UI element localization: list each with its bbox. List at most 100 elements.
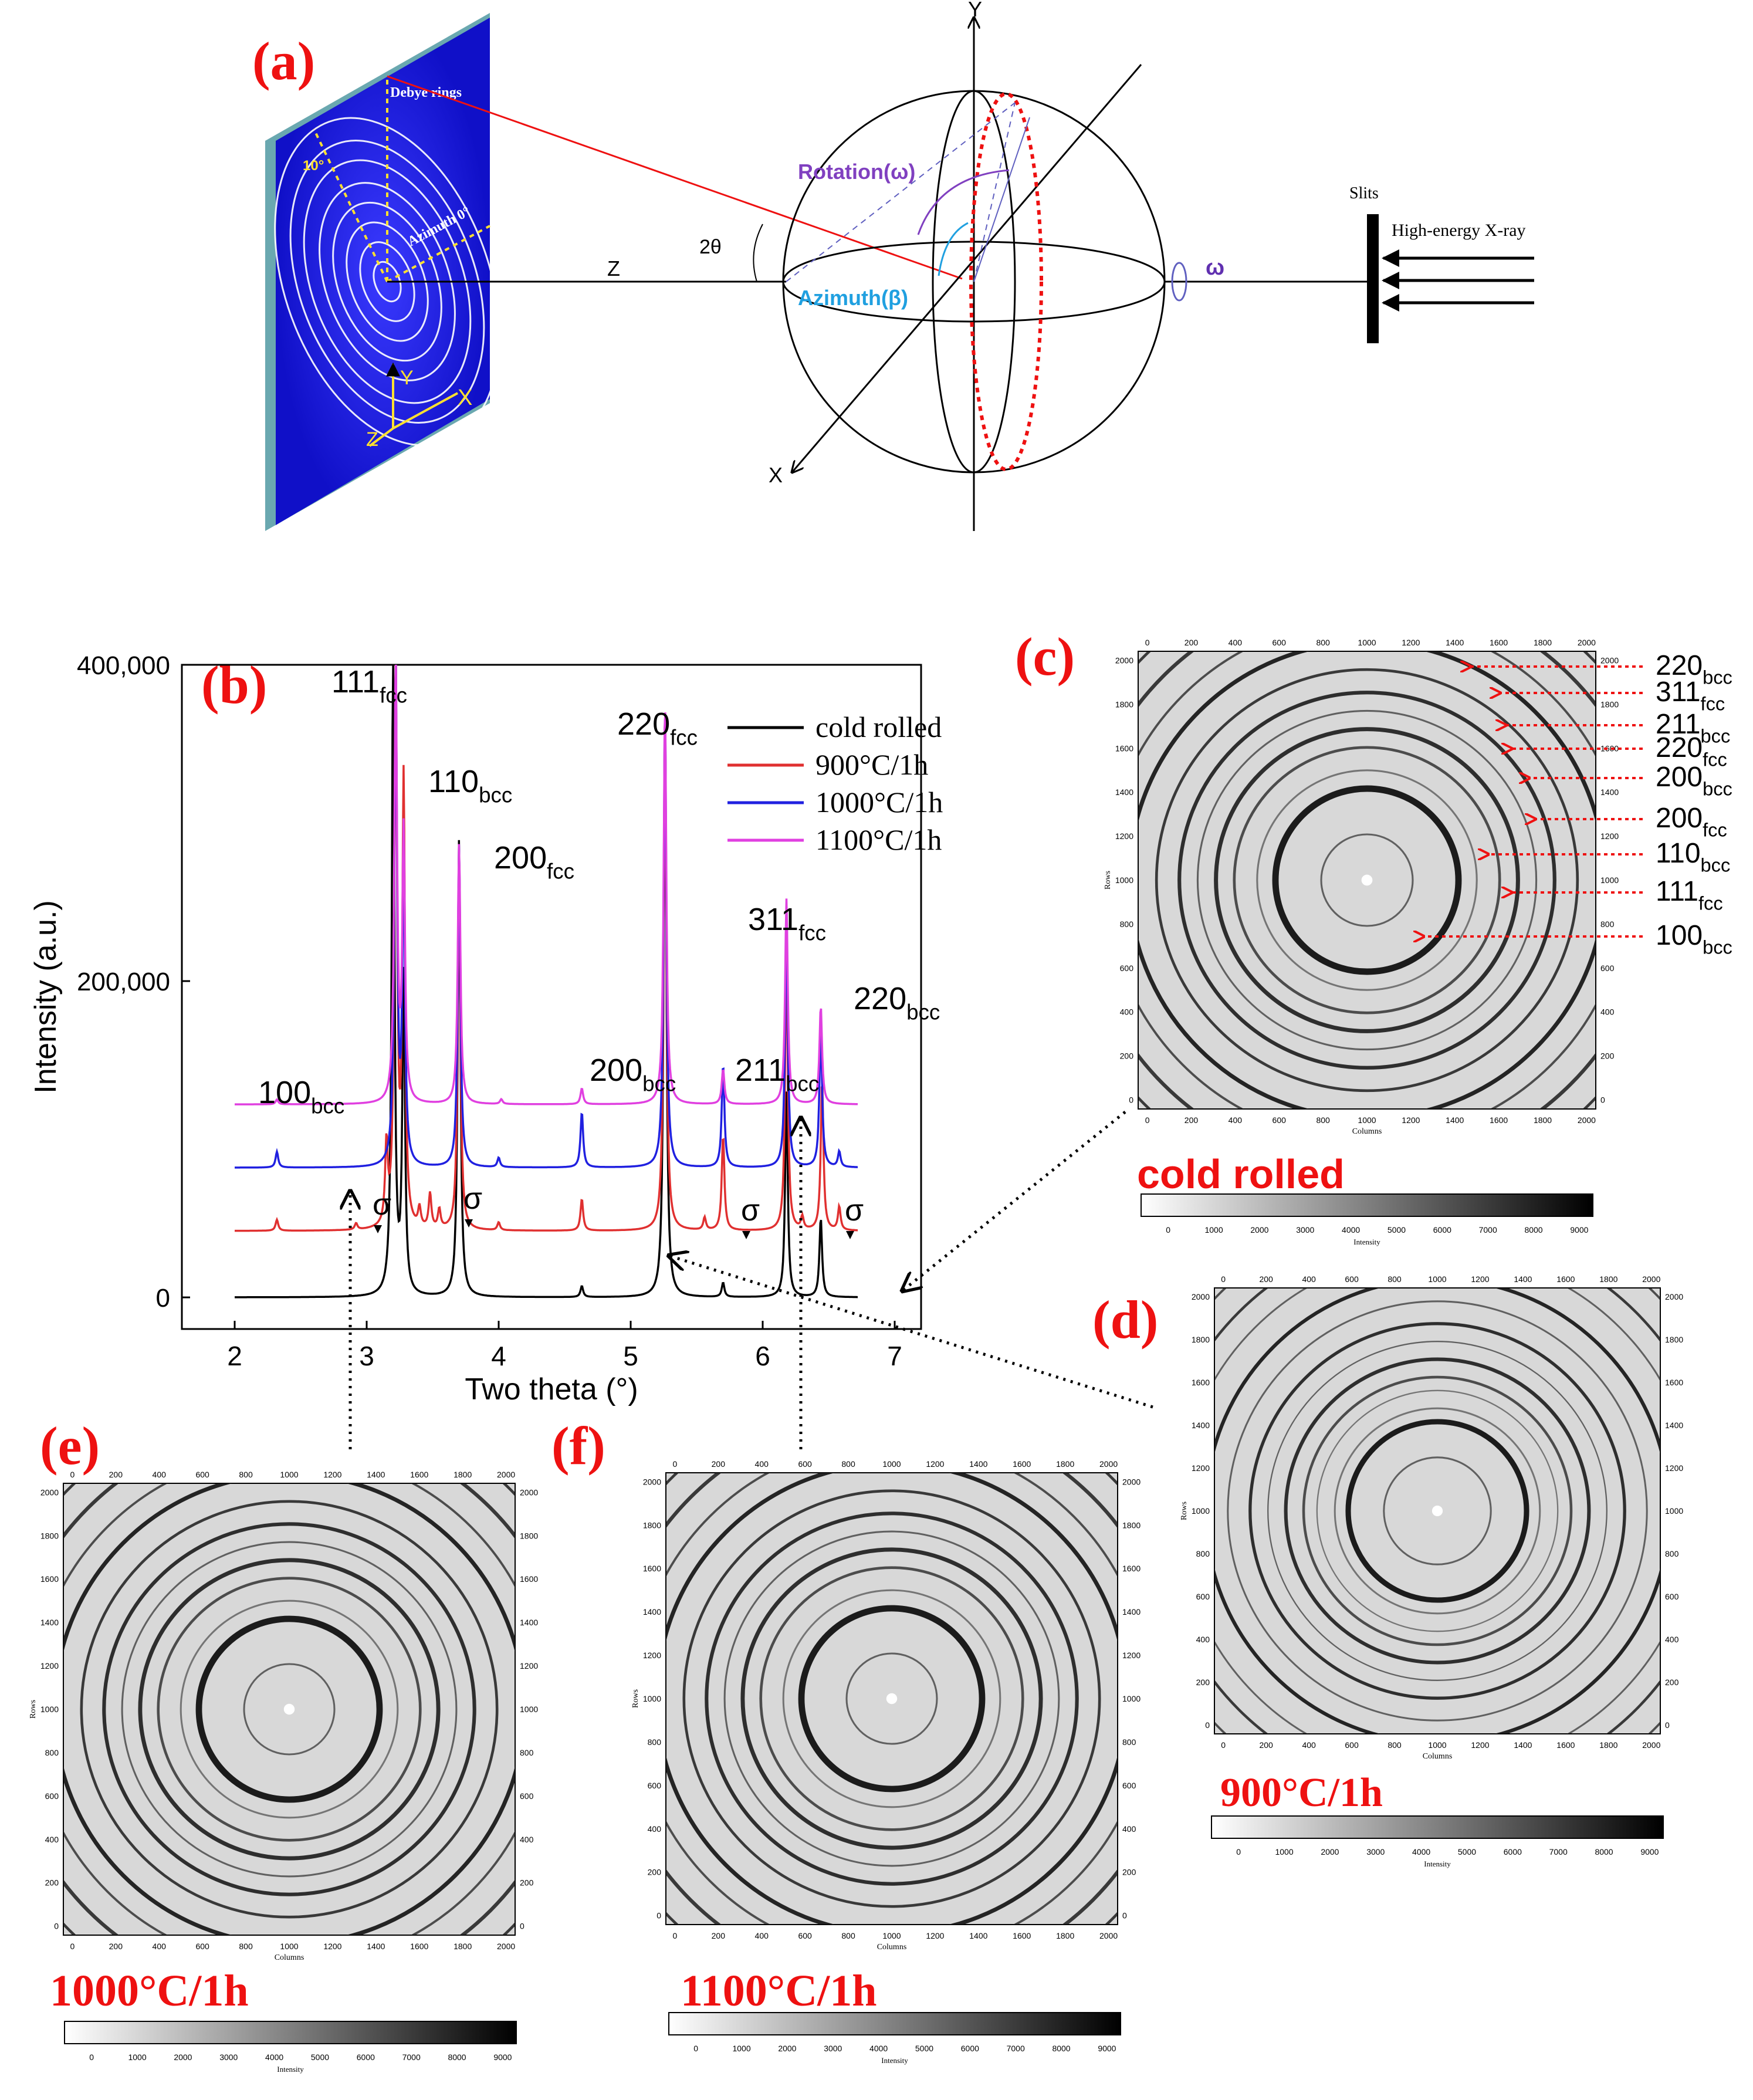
colorbar-tick-label: 3000 <box>824 2044 842 2053</box>
diffraction-ring <box>1233 746 1501 1015</box>
column-tick-label: 1400 <box>1446 1115 1464 1125</box>
colorbar-tick-label: 5000 <box>915 2044 933 2053</box>
row-tick-label: 600 <box>1120 963 1134 973</box>
sigma-marker-3 <box>846 1231 854 1239</box>
colorbar-tick-label: 8000 <box>1595 1847 1613 1856</box>
row-tick-label-right: 0 <box>1122 1911 1127 1920</box>
row-tick-label-right: 1800 <box>520 1531 538 1540</box>
column-tick-label-top: 1200 <box>323 1470 341 1479</box>
detector-plate: Debye rings 10° Azimuth 0° Y X Z <box>265 13 500 531</box>
row-tick-label-right: 1800 <box>1665 1335 1683 1344</box>
y-axis-title: Intensity (a.u.) <box>29 900 63 1093</box>
column-tick-label: 1400 <box>367 1942 385 1951</box>
diffraction-ring <box>157 1577 422 1842</box>
column-tick-label-top: 1000 <box>1428 1274 1446 1284</box>
column-tick-label-top: 1600 <box>1490 638 1508 647</box>
column-tick-label: 1200 <box>926 1931 944 1940</box>
colorbar-tick-label: 5000 <box>1458 1847 1476 1856</box>
row-tick-label-right: 1400 <box>1665 1421 1683 1430</box>
row-tick-label: 200 <box>1120 1051 1134 1061</box>
detector-z-axis-label: Z <box>366 428 378 451</box>
column-tick-label-top: 400 <box>1229 638 1243 647</box>
row-tick-label: 2000 <box>1192 1292 1210 1301</box>
rows-label: Rows <box>29 1700 38 1719</box>
detector-e-name: 1000°C/1h <box>50 1966 249 2016</box>
colorbar <box>1211 1815 1664 1839</box>
row-tick-label-right: 400 <box>1600 1007 1615 1017</box>
row-tick-label-right: 2000 <box>520 1487 538 1497</box>
diffraction-ring <box>1227 1300 1648 1722</box>
row-tick-label-right: 1600 <box>1122 1564 1141 1573</box>
columns-label: Columns <box>1352 1127 1382 1136</box>
column-tick-label-top: 1200 <box>1471 1274 1489 1284</box>
column-tick-label-top: 1800 <box>454 1470 472 1479</box>
column-tick-label: 1600 <box>410 1942 428 1951</box>
sigma-marker-1 <box>465 1219 473 1227</box>
ring-label-6-main: 110 <box>1656 838 1701 869</box>
peak-label-220bcc-sub: bcc <box>906 1000 940 1024</box>
colorbar-tick-label: 6000 <box>1504 1847 1522 1856</box>
ring-label-0: 220bcc <box>1656 650 1732 688</box>
row-tick-label-right: 0 <box>520 1922 524 1931</box>
debye-ring <box>274 117 500 447</box>
peak-label-211bcc-main: 211 <box>735 1053 786 1088</box>
column-tick-label-top: 1200 <box>1402 638 1420 647</box>
detector-c-name: cold rolled <box>1137 1151 1345 1197</box>
row-tick-label: 2000 <box>643 1477 661 1486</box>
diffraction-ring <box>1214 727 1520 1033</box>
row-tick-label-right: 200 <box>520 1878 534 1888</box>
row-tick-label-right: 1600 <box>1600 743 1619 753</box>
sigma-label-2: σ <box>741 1193 760 1227</box>
row-tick-label-right: 1600 <box>520 1574 538 1584</box>
detector-rings <box>1214 1288 1660 1734</box>
row-tick-label: 1800 <box>1192 1335 1210 1344</box>
x-tick-label: 7 <box>887 1341 902 1371</box>
column-tick-label: 1200 <box>323 1942 341 1951</box>
row-tick-label-right: 1000 <box>1600 875 1619 885</box>
diffraction-ring <box>705 1511 1079 1886</box>
diffraction-ring <box>845 1652 938 1745</box>
column-tick-label: 200 <box>712 1931 726 1940</box>
column-tick-label-top: 0 <box>70 1470 75 1479</box>
colorbar-tick-label: 3000 <box>1366 1847 1385 1856</box>
row-tick-label: 1200 <box>40 1661 59 1670</box>
peak-label-211bcc: 211bcc <box>735 1053 819 1095</box>
row-tick-label: 1400 <box>643 1607 661 1617</box>
diffraction-ring <box>1272 785 1462 975</box>
row-tick-label: 1400 <box>1192 1421 1210 1430</box>
ring-label-8-main: 100 <box>1656 920 1703 951</box>
peak-label-111fcc-main: 111 <box>331 664 380 699</box>
detector-rings <box>63 1483 515 1935</box>
sigma-label-3: σ <box>845 1193 864 1227</box>
column-tick-label-top: 1200 <box>926 1459 944 1469</box>
column-tick-label: 400 <box>755 1931 769 1940</box>
beam-center <box>283 1703 295 1715</box>
row-tick-label: 1800 <box>40 1531 59 1540</box>
column-tick-label: 1400 <box>969 1931 987 1940</box>
column-tick-label-top: 600 <box>1273 638 1287 647</box>
peak-label-110bcc-main: 110 <box>428 764 479 799</box>
diffraction-ring <box>1248 1322 1626 1700</box>
x-tick-label: 4 <box>491 1341 506 1371</box>
ring-label-4: 200bcc <box>1656 762 1732 799</box>
colorbar-tick-label: 7000 <box>402 2052 421 2062</box>
ring-label-7-sub: fcc <box>1698 892 1723 914</box>
row-tick-label-right: 200 <box>1122 1868 1136 1877</box>
colorbar-tick-label: 4000 <box>1342 1225 1360 1235</box>
peak-label-100bcc-main: 100 <box>258 1075 311 1110</box>
row-tick-label: 0 <box>1205 1720 1210 1730</box>
column-tick-label-top: 2000 <box>497 1470 515 1479</box>
ring-label-1-main: 311 <box>1656 677 1701 708</box>
diffraction-ring <box>138 1558 441 1861</box>
column-tick-label: 600 <box>1273 1115 1287 1125</box>
colorbar-tick-label: 9000 <box>1098 2044 1116 2053</box>
column-tick-label-top: 200 <box>1259 1274 1273 1284</box>
row-tick-label-right: 0 <box>1600 1095 1605 1104</box>
x-axis-label: X <box>769 463 783 487</box>
ring-label-3-sub: fcc <box>1703 748 1727 770</box>
column-tick-label: 2000 <box>1642 1740 1660 1750</box>
panel-label-b: (b) <box>201 655 267 715</box>
colorbar-tick-label: 6000 <box>1433 1225 1451 1235</box>
